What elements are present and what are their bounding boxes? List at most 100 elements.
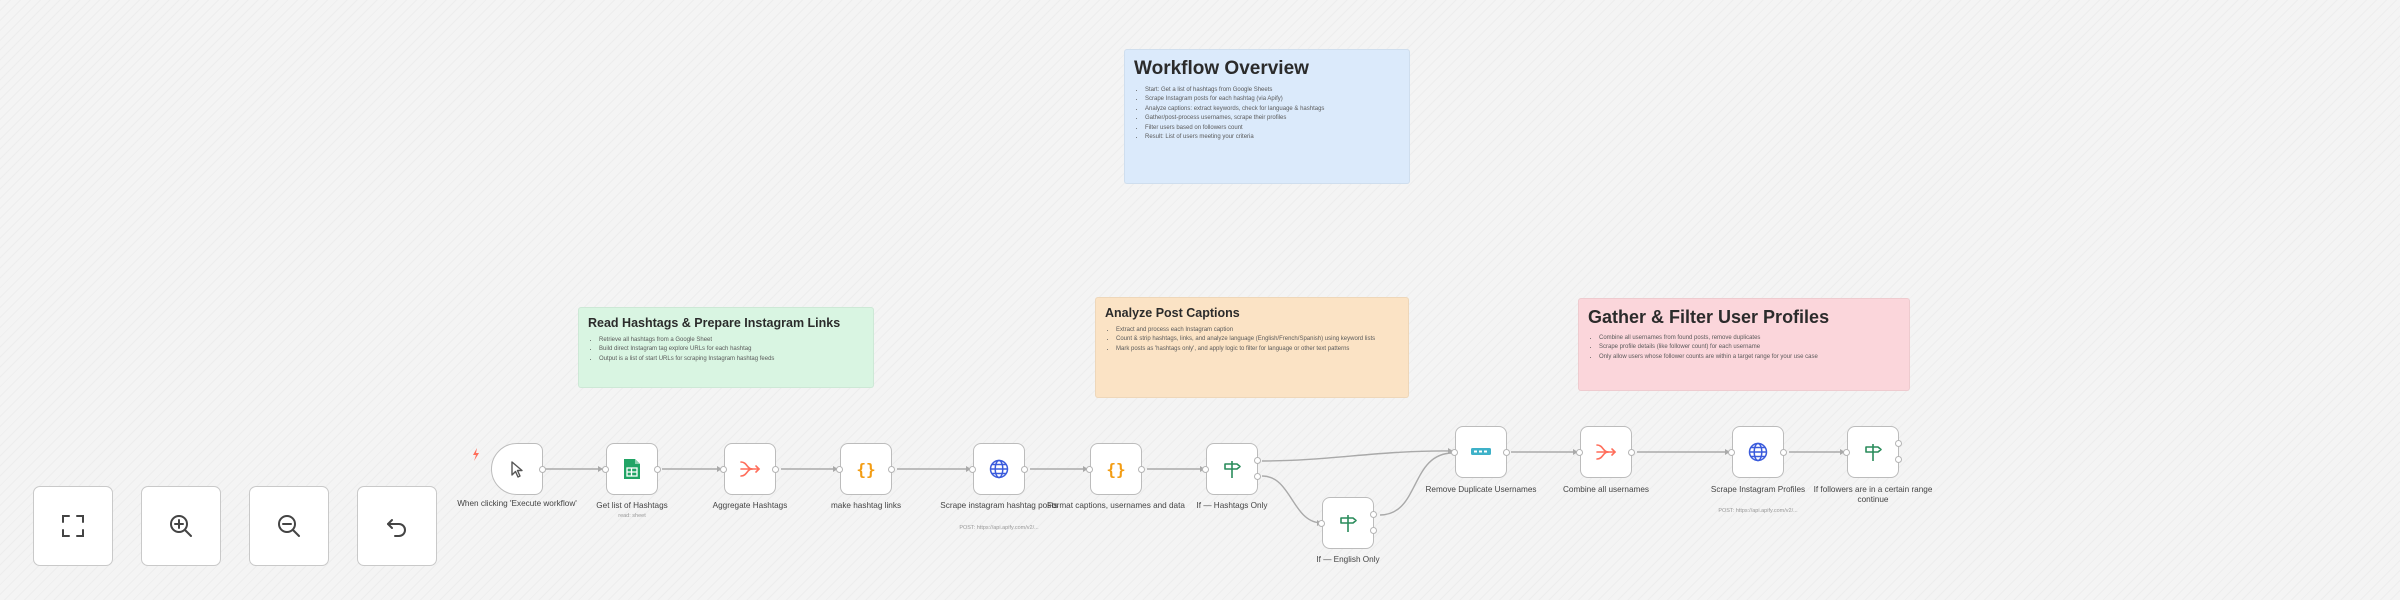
sticky-bullet: Scrape profile details (like follower co… [1599,343,1900,352]
code-braces-icon: {} [1106,459,1126,479]
connection-ifenglish-dedupe [1379,452,1454,516]
output-port-false[interactable] [1895,456,1902,463]
connection-ifhashtag-dedupe [1261,450,1454,462]
input-port[interactable] [969,466,976,473]
input-port[interactable] [602,466,609,473]
sticky-bullet: Analyze captions: extract keywords, chec… [1145,105,1400,114]
sticky-bullet: Result: List of users meeting your crite… [1145,133,1400,142]
node-if-english-only[interactable] [1322,497,1374,549]
output-port[interactable] [1503,449,1510,456]
sticky-bullet: Start: Get a list of hashtags from Googl… [1145,86,1400,95]
input-port[interactable] [1451,449,1458,456]
node-if-followers-range[interactable] [1847,426,1899,478]
node-sublabel: POST: https://api.apify.com/v2/... [1718,508,1798,514]
sticky-bullets: Extract and process each Instagram capti… [1105,326,1399,354]
input-port[interactable] [1728,449,1735,456]
sticky-bullet: Count & strip hashtags, links, and analy… [1116,335,1399,344]
aggregate-icon [740,461,761,477]
connection-ifhashtag-ifenglish [1261,475,1323,524]
node-aggregate-hashtags[interactable] [724,443,776,495]
input-port[interactable] [1086,466,1093,473]
output-port[interactable] [1138,466,1145,473]
signpost-icon [1865,444,1882,461]
signpost-icon [1340,515,1357,532]
sticky-gather-profiles[interactable]: Gather & Filter User Profiles Combine al… [1578,298,1910,391]
output-port[interactable] [888,466,895,473]
trigger-bolt-icon [473,448,479,461]
node-label: Scrape instagram hashtag posts [940,501,1058,510]
sticky-bullet: Scrape Instagram posts for each hashtag … [1145,95,1400,104]
sticky-bullet: Filter users based on followers count [1145,124,1400,133]
globe-icon [989,459,1009,479]
fit-view-button[interactable] [33,486,113,566]
node-sublabel: POST: https://api.apify.com/v2/... [959,525,1039,531]
output-port-false[interactable] [1254,473,1261,480]
output-port-false[interactable] [1370,527,1377,534]
node-get-hashtags[interactable] [606,443,658,495]
node-label: If — Hashtags Only [1196,501,1268,510]
sticky-bullet: Extract and process each Instagram capti… [1116,326,1399,335]
undo-icon [387,519,406,537]
node-remove-duplicates[interactable] [1455,426,1507,478]
input-port[interactable] [1843,449,1850,456]
node-label: When clicking 'Execute workflow' [457,499,577,508]
output-port-true[interactable] [1370,511,1377,518]
node-manual-trigger[interactable] [491,443,543,495]
output-port[interactable] [654,466,661,473]
zoom-in-icon [170,515,192,537]
node-label: If followers are in a certain range cont… [1813,485,1933,504]
sticky-title: Gather & Filter User Profiles [1588,307,1830,327]
sticky-analyze-captions[interactable]: Analyze Post Captions Extract and proces… [1095,297,1409,398]
node-label: Scrape Instagram Profiles [1710,485,1806,494]
sticky-bullet: Gather/post-process usernames, scrape th… [1145,114,1400,123]
aggregate-icon [1596,444,1617,460]
sticky-title: Analyze Post Captions [1105,306,1240,320]
reset-zoom-button[interactable] [357,486,437,566]
code-braces-icon: {} [856,459,876,479]
zoom-out-button[interactable] [249,486,329,566]
sticky-bullets: Retrieve all hashtags from a Google Shee… [588,336,864,364]
output-port-true[interactable] [1895,440,1902,447]
sticky-title: Workflow Overview [1134,58,1309,79]
node-make-hashtag-links[interactable]: {} [840,443,892,495]
sticky-bullet: Only allow users whose follower counts a… [1599,353,1900,362]
node-label: Aggregate Hashtags [712,501,788,510]
output-port-true[interactable] [1254,457,1261,464]
node-combine-usernames[interactable] [1580,426,1632,478]
output-port[interactable] [1780,449,1787,456]
fit-view-icon [62,515,84,537]
node-format-captions[interactable]: {} [1090,443,1142,495]
sticky-bullet: Combine all usernames from found posts, … [1599,334,1900,343]
remove-duplicates-icon [1471,448,1491,455]
node-scrape-hashtag-posts[interactable] [973,443,1025,495]
sticky-read-hashtags[interactable]: Read Hashtags & Prepare Instagram Links … [578,307,874,388]
input-port[interactable] [720,466,727,473]
node-label: Combine all usernames [1562,485,1649,494]
sticky-workflow-overview[interactable]: Workflow Overview Start: Get a list of h… [1124,49,1410,184]
sticky-bullets: Combine all usernames from found posts, … [1588,334,1900,362]
input-port[interactable] [1576,449,1583,456]
node-scrape-profiles[interactable] [1732,426,1784,478]
node-label: Get list of Hashtags [596,501,668,510]
output-port[interactable] [772,466,779,473]
output-port[interactable] [1628,449,1635,456]
sticky-bullets: Start: Get a list of hashtags from Googl… [1134,86,1400,142]
node-label: Format captions, usernames and data [1047,501,1185,510]
input-port[interactable] [1318,520,1325,527]
sticky-bullet: Retrieve all hashtags from a Google Shee… [599,336,864,345]
node-label: If — English Only [1316,555,1380,564]
node-if-hashtags-only[interactable] [1206,443,1258,495]
output-port[interactable] [539,466,546,473]
zoom-out-icon [278,515,300,537]
zoom-in-button[interactable] [141,486,221,566]
sticky-bullet: Mark posts as 'hashtags only', and apply… [1116,345,1399,354]
input-port[interactable] [836,466,843,473]
output-port[interactable] [1021,466,1028,473]
google-sheets-icon [624,459,640,479]
sticky-bullet: Output is a list of start URLs for scrap… [599,355,864,364]
input-port[interactable] [1202,466,1209,473]
node-sublabel: read: sheet [618,513,646,519]
node-label: Remove Duplicate Usernames [1425,485,1537,494]
